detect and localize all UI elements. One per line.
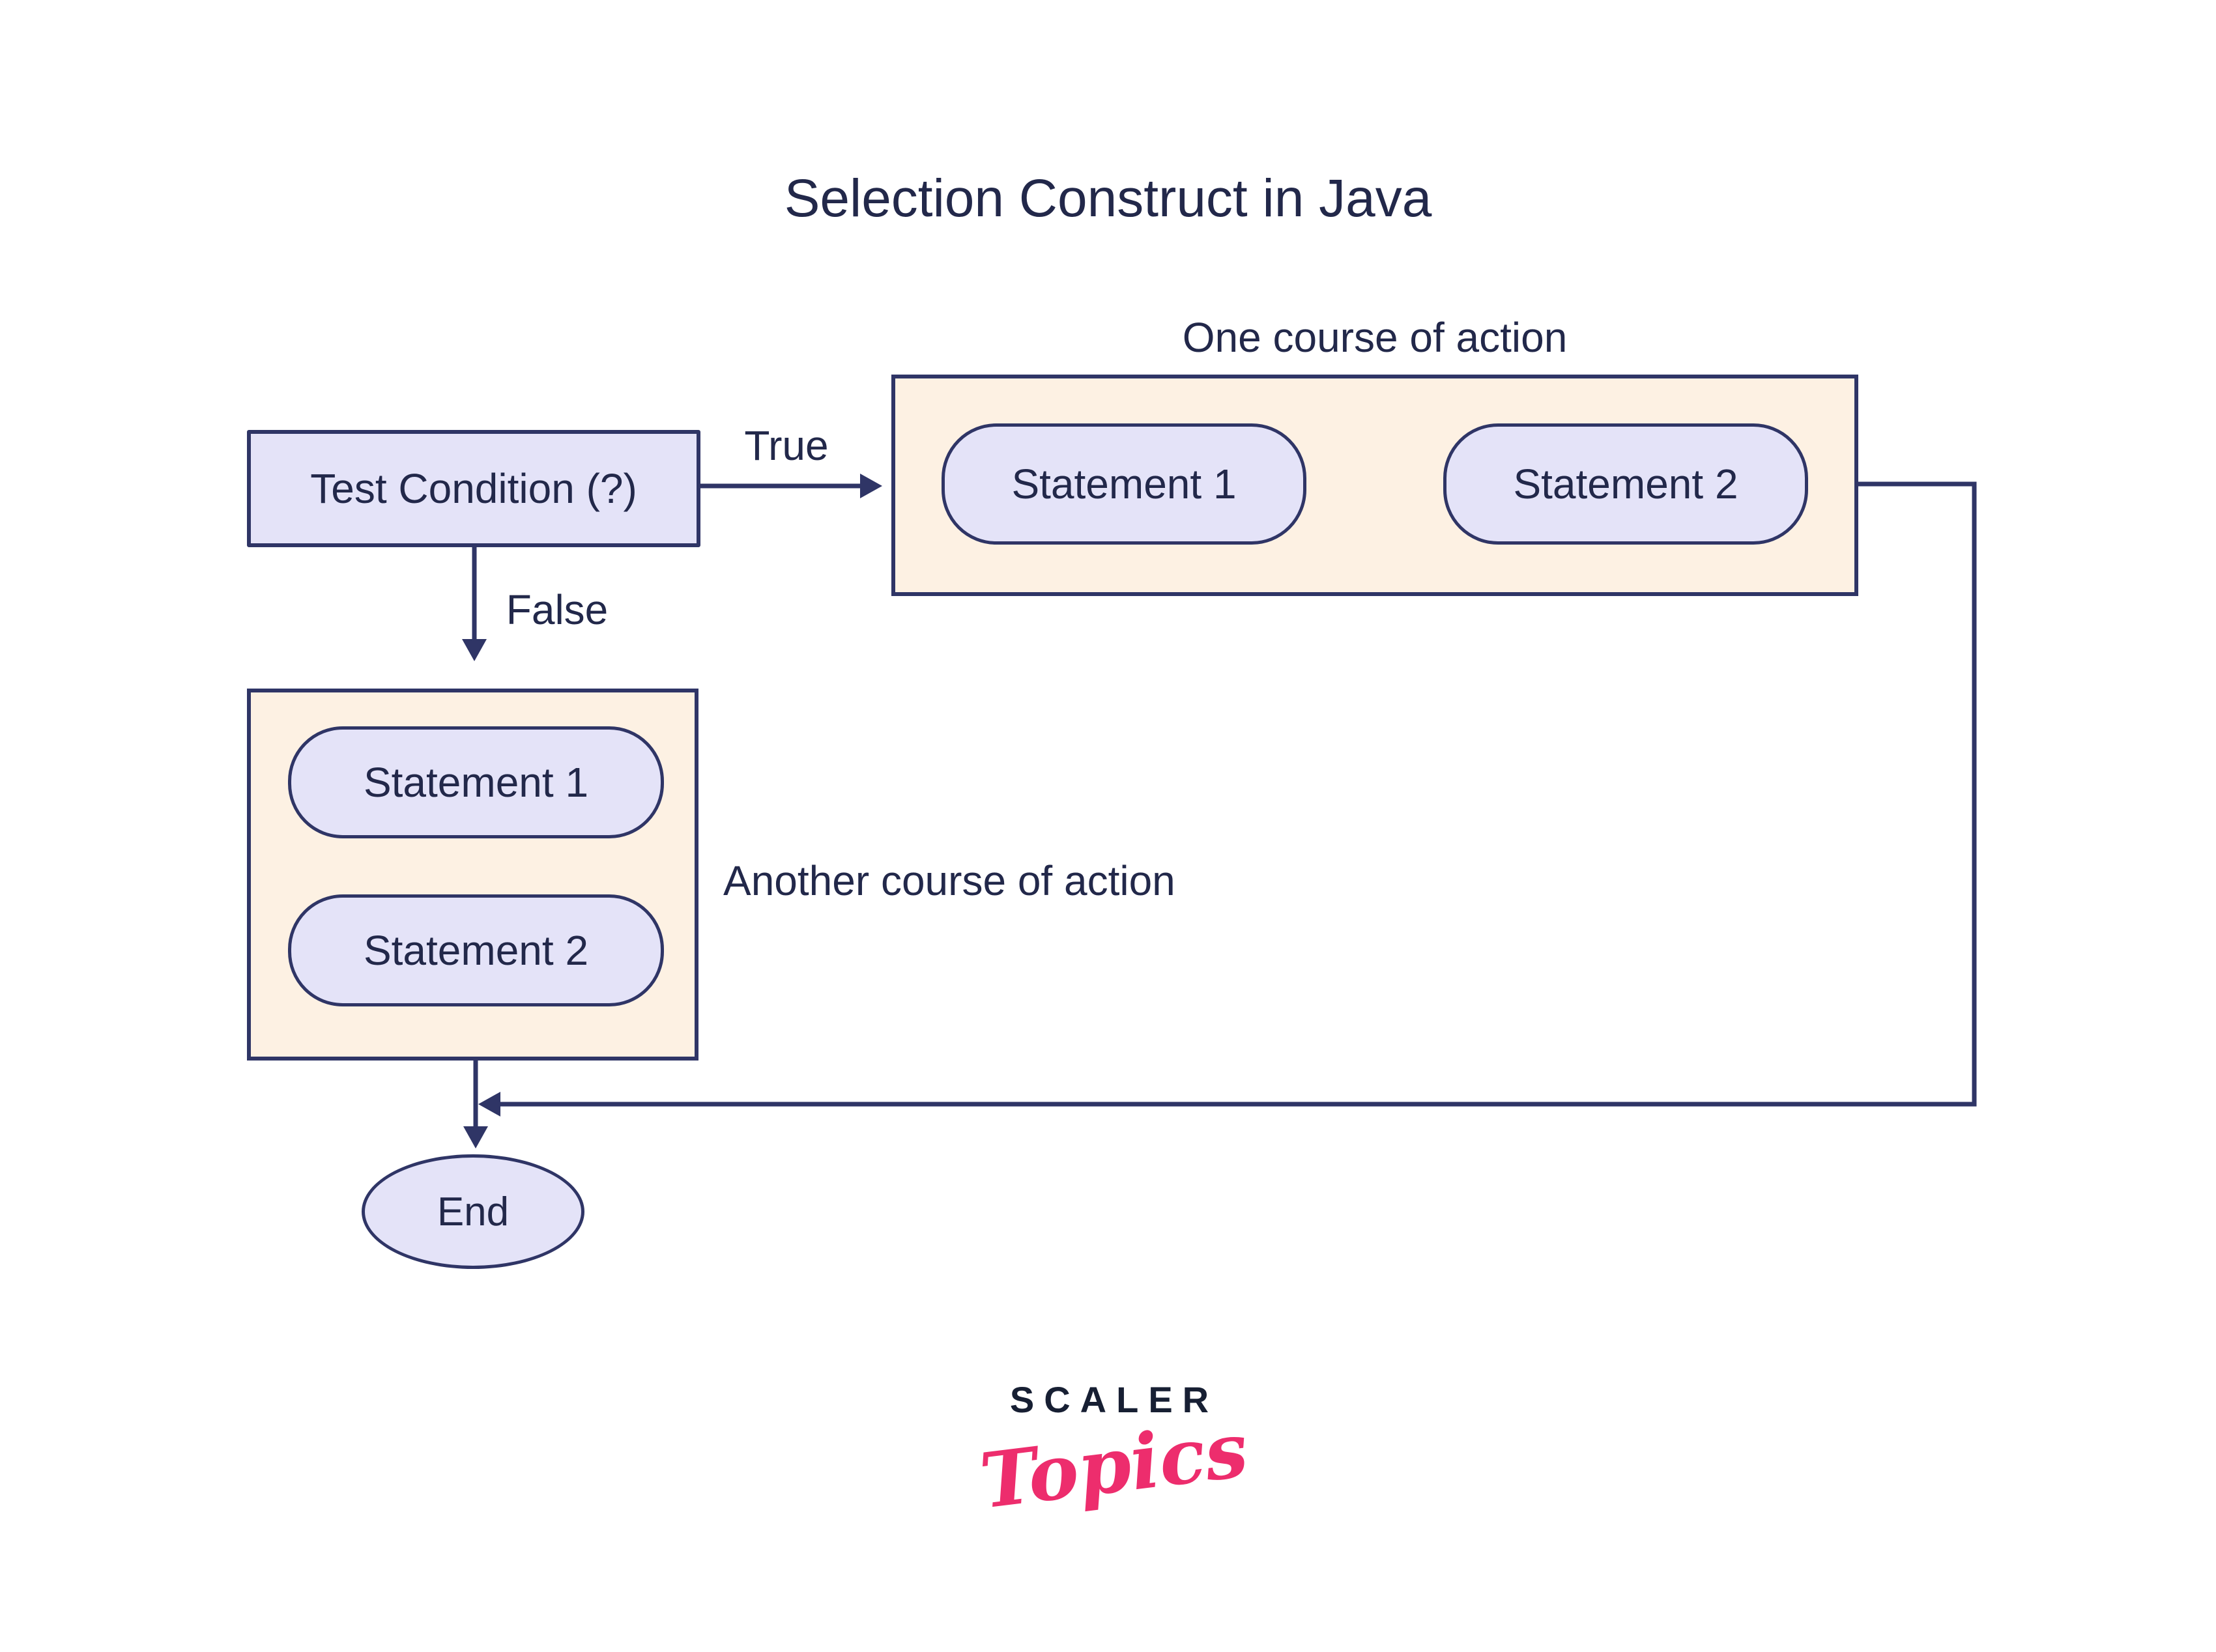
one-course-statement-2-label: Statement 2 — [1513, 461, 1738, 507]
test-condition-label: Test Condition (?) — [310, 465, 637, 512]
another-course-statement-2-label: Statement 2 — [363, 927, 589, 974]
another-course-statement-1-label: Statement 1 — [363, 759, 589, 806]
end-node: End — [362, 1154, 584, 1269]
one-course-statement-1-label: Statement 1 — [1011, 461, 1237, 507]
logo-sub-text: Topics — [975, 1405, 1253, 1526]
test-condition-box: Test Condition (?) — [247, 430, 700, 547]
edge-return-arrowhead — [478, 1092, 500, 1117]
another-course-statement-1: Statement 1 — [288, 726, 664, 838]
edge-false-arrowhead — [462, 639, 487, 661]
edge-true-arrowhead — [860, 474, 882, 498]
false-branch-label: False — [506, 586, 609, 633]
scaler-topics-logo: SCALER Topics — [912, 1379, 1316, 1526]
end-node-label: End — [437, 1189, 510, 1234]
one-course-statement-2: Statement 2 — [1443, 423, 1808, 545]
one-course-statement-1: Statement 1 — [942, 423, 1306, 545]
another-course-statement-2: Statement 2 — [288, 894, 664, 1006]
page-title: Selection Construct in Java — [784, 169, 1432, 228]
one-course-caption: One course of action — [1182, 314, 1568, 361]
edge-to-end-arrowhead — [463, 1126, 488, 1148]
another-course-caption: Another course of action — [723, 857, 1175, 904]
logo-brand-text: SCALER — [1009, 1379, 1219, 1420]
true-branch-label: True — [744, 422, 829, 469]
